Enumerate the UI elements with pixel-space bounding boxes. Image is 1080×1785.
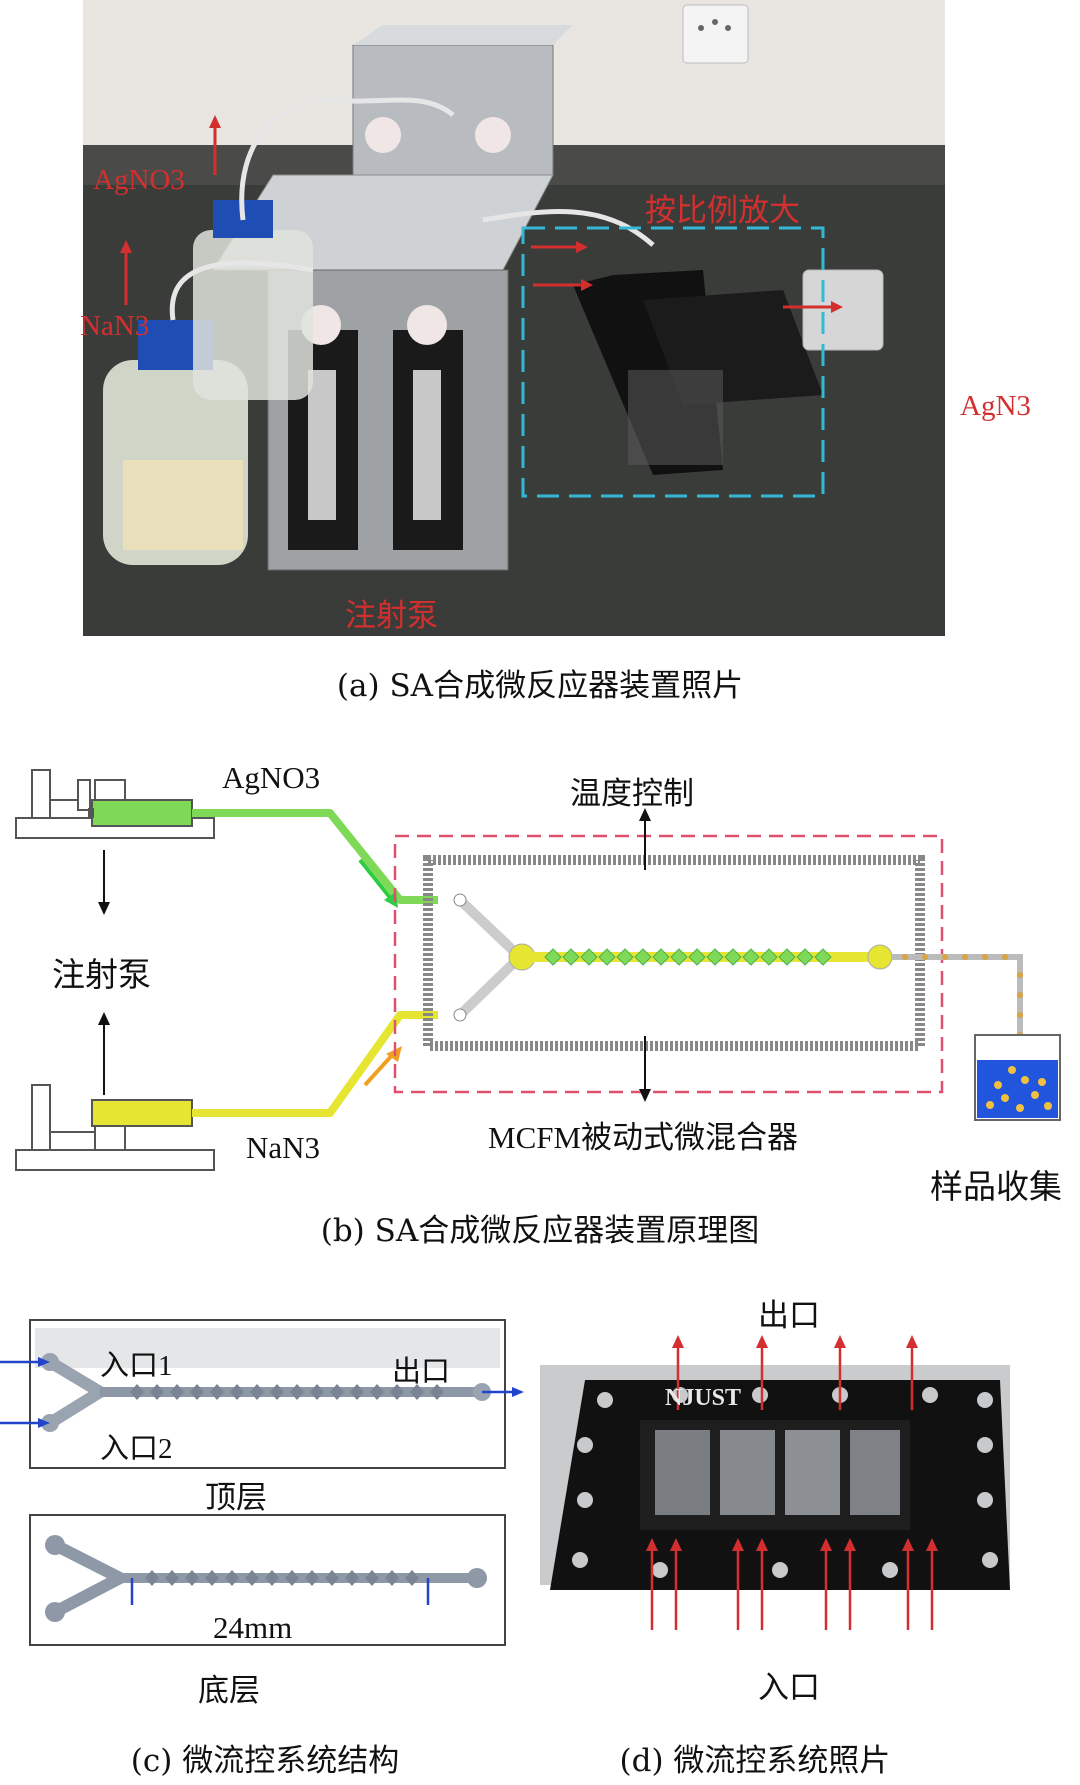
panel-d-photo: [540, 1335, 1010, 1630]
photo-label-scale-up: 按比例放大: [645, 193, 800, 228]
caption-a: (a) SA合成微反应器装置照片: [336, 668, 744, 704]
label-syringe-pump: 注射泵: [52, 958, 151, 994]
label-inlet-2: 入口2: [100, 1433, 173, 1465]
caption-c: (c) 微流控系统结构: [130, 1743, 400, 1779]
label-bottom-layer: 底层: [198, 1673, 260, 1708]
photo-label-agn3: AgN3: [960, 390, 1031, 422]
photo-label-pump: 注射泵: [345, 598, 438, 633]
caption-b: (b) SA合成微反应器装置原理图: [320, 1213, 760, 1249]
panel-a-photo: [83, 0, 945, 636]
label-length: 24mm: [213, 1610, 293, 1645]
label-outlet-d: 出口: [758, 1298, 820, 1333]
photo-label-nan3: NaN3: [80, 310, 150, 342]
mixer-elements: [544, 948, 832, 966]
panel-a: AgNO3 NaN3 AgN3 按比例放大 注射泵 (a) SA合成微反应器装置…: [0, 0, 1080, 704]
label-nan3: NaN3: [246, 1130, 321, 1165]
caption-d: (d) 微流控系统照片: [619, 1743, 891, 1779]
label-outlet-c: 出口: [392, 1356, 451, 1388]
panel-b: AgNO3 NaN3 温度控制 注射泵 MCFM被动式微混合器 样品收集 (b)…: [0, 720, 1080, 1260]
label-agno3: AgNO3: [222, 760, 321, 795]
label-inlet-d: 入口: [758, 1670, 820, 1705]
photo-label-agno3: AgNO3: [93, 164, 185, 196]
panel-b-diagram: [15, 769, 1061, 1171]
label-mcfm-mixer: MCFM被动式微混合器: [488, 1120, 799, 1155]
label-sample-collect: 样品收集: [930, 1170, 1062, 1206]
label-top-layer: 顶层: [205, 1480, 267, 1515]
label-temp-control: 温度控制: [570, 776, 694, 811]
panel-d: NJUST 出口 入口 (d) 微流控系统照片: [530, 1298, 1080, 1785]
label-inlet-1: 入口1: [100, 1350, 173, 1382]
panel-c-diagram: [0, 1319, 524, 1646]
panel-c: 入口1 入口2 出口 顶层 24mm 底层 (c) 微流控系统结构: [0, 1300, 530, 1785]
chip-brand-label: NJUST: [665, 1385, 742, 1411]
